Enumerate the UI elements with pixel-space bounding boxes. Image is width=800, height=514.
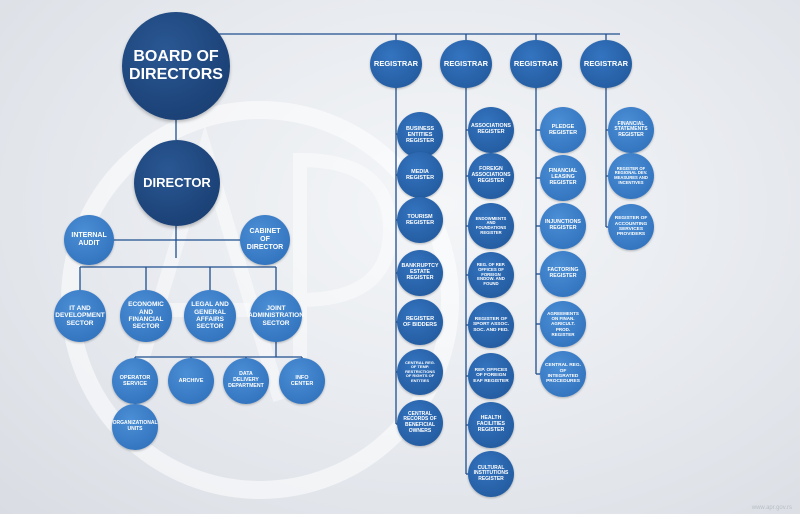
legal-general-affairs-sector-node: LEGAL AND GENERAL AFFAIRS SECTOR [184, 290, 236, 342]
it-development-sector-node: IT AND DEVELOPMENT SECTOR [54, 290, 106, 342]
financial-leasing-register-node: FINANCIAL LEASING REGISTER [540, 155, 586, 201]
cultural-institutions-register-node: CULTURAL INSTITUTIONS REGISTER [468, 451, 514, 497]
rep-offices-foreign-eaf-register-node: REP. OFFICES OF FOREIGN EAF REGISTER [468, 353, 514, 399]
joint-administration-sector-node: JOINT ADMINISTRATION SECTOR [248, 290, 304, 342]
bankruptcy-estate-register-node: BANKRUPTCY ESTATE REGISTER [397, 250, 443, 296]
internal-audit-node: INTERNAL AUDIT [64, 215, 114, 265]
register-accounting-services-providers-node: REGISTER OF ACCOUNTING SERVICES PROVIDER… [608, 204, 654, 250]
injunctions-register-node: INJUNCTIONS REGISTER [540, 203, 586, 249]
register-of-bidders-node: REGISTER OF BIDDERS [397, 299, 443, 345]
cabinet-of-director-node: CABINET OF DIRECTOR [240, 215, 290, 265]
registrar-4-node: REGISTRAR [580, 40, 632, 88]
footer-url[interactable]: www.apr.gov.rs [751, 505, 792, 511]
registrar-2-node: REGISTRAR [440, 40, 492, 88]
endowments-foundations-register-node: ENDOWMENTS AND FOUNDATIONS REGISTER [468, 203, 514, 249]
tourism-register-node: TOURISM REGISTER [397, 197, 443, 243]
associations-register-node: ASSOCIATIONS REGISTER [468, 107, 514, 153]
health-facilities-register-node: HEALTH FACILITIES REGISTER [468, 402, 514, 448]
central-reg-integrated-procedures-node: CENTRAL REG. OF INTEGRATED PROCEDURES [540, 351, 586, 397]
organizational-units-node: ORGANIZATIONAL UNITS [112, 404, 158, 450]
reg-rep-offices-foreign-endow-node: REG. OF REP. OFFICES OF FOREIGN ENDOW. A… [468, 252, 514, 298]
media-register-node: MEDIA REGISTER [397, 152, 443, 198]
registrar-3-node: REGISTRAR [510, 40, 562, 88]
economic-financial-sector-node: ECONOMIC AND FINANCIAL SECTOR [120, 290, 172, 342]
central-records-beneficial-owners-node: CENTRAL RECORDS OF BENEFICIAL OWNERS [397, 400, 443, 446]
register-sport-assoc-node: REGISTER OF SPORT ASSOC. SOC. AND FED. [468, 302, 514, 348]
data-delivery-department-node: DATA DELIVERY DEPARTMENT [223, 358, 269, 404]
board-of-directors-node: BOARD OF DIRECTORS [122, 12, 230, 120]
operator-service-node: OPERATOR SERVICE [112, 358, 158, 404]
director-node: DIRECTOR [134, 140, 220, 226]
archive-node: ARCHIVE [168, 358, 214, 404]
business-entities-register-node: BUSINESS ENTITIES REGISTER [397, 112, 443, 158]
central-reg-temp-restrictions-node: CENTRAL REG. OF TEMP. RESTRICTIONS OF RI… [397, 349, 443, 395]
register-regional-dev-measures-node: REGISTER OF REGIONAL DEV. MEASURES AND I… [608, 153, 654, 199]
registrar-1-node: REGISTRAR [370, 40, 422, 88]
pledge-register-node: PLEDGE REGISTER [540, 107, 586, 153]
agreements-finan-agricult-register-node: AGREEMENTS ON FINAN. AGRICULT. PROD. REG… [540, 301, 586, 347]
foreign-associations-register-node: FOREIGN ASSOCIATIONS REGISTER [468, 153, 514, 199]
factoring-register-node: FACTORING REGISTER [540, 251, 586, 297]
financial-statements-register-node: FINANCIAL STATEMENTS REGISTER [608, 107, 654, 153]
info-center-node: INFO CENTER [279, 358, 325, 404]
